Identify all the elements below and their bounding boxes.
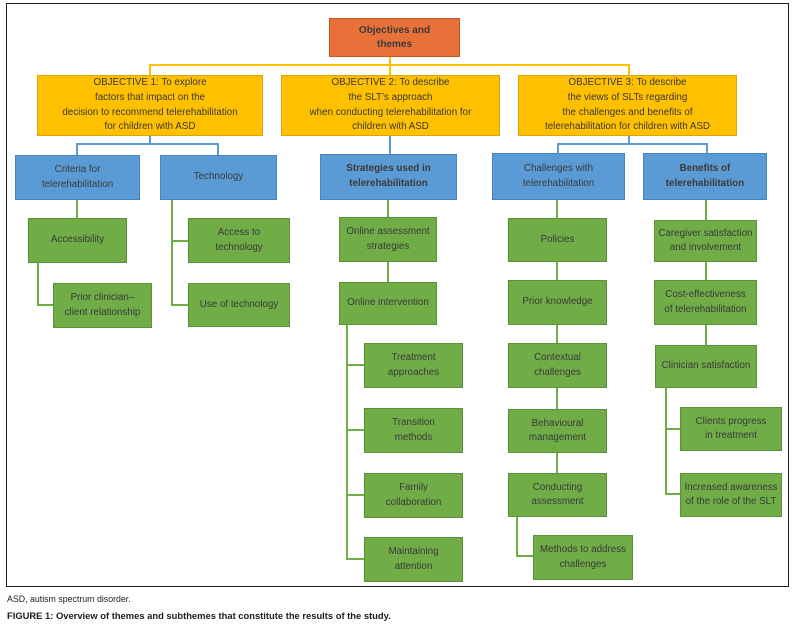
connector: [705, 200, 707, 220]
connector: [387, 200, 389, 217]
connector: [556, 453, 558, 473]
connector: [346, 429, 364, 431]
connector: [149, 64, 630, 66]
subtheme-increased-awareness-node: Increased awareness of the role of the S…: [680, 473, 782, 517]
theme-technology-node: Technology: [160, 155, 277, 200]
connector: [217, 143, 219, 155]
subtheme-transition-methods-node: Transition methods: [364, 408, 463, 453]
connector: [37, 263, 39, 306]
subtheme-online-assessment-node: Online assessment strategies: [339, 217, 437, 262]
connector: [557, 143, 708, 145]
connector: [665, 428, 680, 430]
connector: [171, 304, 188, 306]
theme-challenges-node: Challenges with telerehabilitation: [492, 153, 625, 200]
theme-benefits-node: Benefits of telerehabilitation: [643, 153, 767, 200]
connector: [628, 64, 630, 75]
connector: [387, 262, 389, 282]
connector: [389, 57, 391, 75]
connector: [556, 325, 558, 343]
connector: [171, 200, 173, 306]
root-node: Objectives and themes: [329, 18, 460, 57]
connector: [76, 143, 218, 145]
subtheme-cost-effectiveness-node: Cost-effectiveness of telerehabilitation: [654, 280, 757, 325]
connector: [665, 493, 680, 495]
subtheme-access-technology-node: Access to technology: [188, 218, 290, 263]
subtheme-clients-progress-node: Clients progress in treatment: [680, 407, 782, 451]
connector: [706, 143, 708, 154]
connector: [665, 388, 667, 495]
figure-border: [6, 3, 789, 587]
connector: [346, 325, 348, 560]
connector: [389, 136, 391, 154]
connector: [76, 143, 78, 155]
subtheme-prior-knowledge-node: Prior knowledge: [508, 280, 607, 325]
objective2-node: OBJECTIVE 2: To describe the SLT’s appro…: [281, 75, 500, 136]
connector: [171, 240, 188, 242]
connector: [557, 143, 559, 154]
subtheme-treatment-approaches-node: Treatment approaches: [364, 343, 463, 388]
subtheme-behavioural-management-node: Behavioural management: [508, 409, 607, 453]
connector: [149, 64, 151, 75]
connector: [76, 200, 78, 218]
subtheme-maintaining-attention-node: Maintaining attention: [364, 537, 463, 582]
connector: [705, 325, 707, 345]
subtheme-prior-clinician-node: Prior clinician– client relationship: [53, 283, 152, 328]
abbreviation-note: ASD, autism spectrum disorder.: [7, 594, 131, 604]
subtheme-conducting-assessment-node: Conducting assessment: [508, 473, 607, 517]
figure-caption: FIGURE 1: Overview of themes and subthem…: [7, 610, 391, 621]
theme-strategies-node: Strategies used in telerehabilitation: [320, 154, 457, 200]
subtheme-methods-address-node: Methods to address challenges: [533, 535, 633, 580]
connector: [556, 388, 558, 409]
subtheme-clinician-satisfaction-node: Clinician satisfaction: [655, 345, 757, 388]
connector: [346, 494, 364, 496]
subtheme-caregiver-satisfaction-node: Caregiver satisfaction and involvement: [654, 220, 757, 262]
objective3-node: OBJECTIVE 3: To describe the views of SL…: [518, 75, 737, 136]
subtheme-use-technology-node: Use of technology: [188, 283, 290, 327]
connector: [556, 200, 558, 218]
subtheme-online-intervention-node: Online intervention: [339, 282, 437, 325]
subtheme-accessibility-node: Accessibility: [28, 218, 127, 263]
theme-criteria-node: Criteria for telerehabilitation: [15, 155, 140, 200]
connector: [346, 558, 364, 560]
connector: [346, 364, 364, 366]
connector: [149, 136, 151, 145]
connector: [516, 555, 533, 557]
connector: [556, 262, 558, 280]
connector: [37, 304, 53, 306]
connector: [516, 517, 518, 557]
connector: [705, 262, 707, 280]
connector: [628, 136, 630, 145]
objective1-node: OBJECTIVE 1: To explore factors that imp…: [37, 75, 263, 136]
subtheme-family-collaboration-node: Family collaboration: [364, 473, 463, 518]
subtheme-contextual-challenges-node: Contextual challenges: [508, 343, 607, 388]
subtheme-policies-node: Policies: [508, 218, 607, 262]
